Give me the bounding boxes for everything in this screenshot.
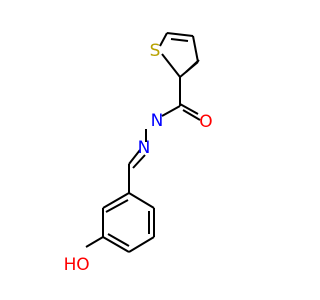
bond-carbonyl-o-a — [179, 103, 199, 115]
bond-c4-c5 — [166, 32, 194, 37]
bond-c4-c5-inner — [170, 38, 189, 42]
structure-canvas: S O N N O H — [64, 32, 213, 275]
bond-carbonyl-o-b — [182, 109, 201, 121]
atom-amide-nitrogen: N — [151, 111, 164, 131]
atom-imine-nitrogen: N — [138, 138, 151, 158]
bond-ar1-ar2 — [102, 192, 130, 209]
atom-hydroxyl-oxygen: O — [76, 255, 89, 275]
atom-hydroxyl-hydrogen: H — [64, 255, 77, 275]
bond-c3-c3-inner — [185, 59, 200, 73]
atom-carbonyl-oxygen: O — [199, 112, 212, 132]
bond-ar3-o — [85, 236, 104, 248]
bond-n2-ch-inner — [132, 154, 146, 169]
bond-ar4-ar5 — [128, 236, 155, 253]
bond-ar3-ar4-inner — [107, 233, 130, 247]
bond-ar3-ar4 — [102, 236, 130, 253]
bond-ar1-ar2-inner — [105, 199, 129, 213]
bond-carbonyl-n1 — [161, 105, 181, 117]
bond-n2-ch — [128, 149, 141, 165]
molecule-drawing: S O N N O H — [64, 32, 213, 275]
bond-c3-c4 — [192, 35, 199, 63]
atom-sulfur: S — [150, 41, 161, 61]
bond-s-c2 — [161, 53, 181, 78]
bond-c5-s — [159, 32, 168, 47]
bond-ar6-ar1 — [128, 192, 155, 209]
